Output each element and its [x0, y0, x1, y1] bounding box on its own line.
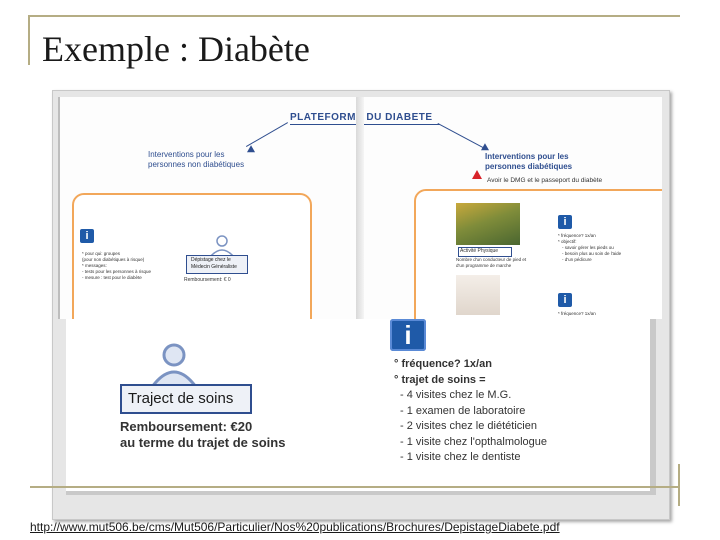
left-reimbursement: Remboursement: € 0 [184, 277, 231, 283]
care-pathway-list: ° fréquence? 1x/an ° trajet de soins = -… [394, 357, 547, 466]
document-header-underline [290, 124, 440, 125]
care-pathway-reimbursement: Remboursement: €20 au terme du trajet de… [120, 419, 285, 451]
left-small-text-2: (pour non diabétiques à risque) [82, 257, 145, 262]
title-decoration-line [30, 15, 680, 17]
arrow-right [437, 123, 487, 150]
info-icon: i [558, 293, 572, 307]
right-panel: Activité Physique Nombre d'un conducteur… [414, 189, 662, 319]
screening-label-box: Dépistage chez le Médecin Généraliste [186, 255, 248, 274]
right-small-text-6: * fréquence? 1x/an [558, 311, 596, 316]
right-small-text-4: - besoin plus au soin de l'aide [562, 251, 622, 256]
right-small-text-1: * fréquence? 1x/an [558, 233, 596, 238]
list-item: ° trajet de soins = [394, 373, 486, 386]
reimbursement-line-1: Remboursement: €20 [120, 419, 253, 434]
title-decoration-vertical [28, 15, 30, 65]
document-frame-bottom [66, 495, 656, 515]
info-icon: i [80, 229, 94, 243]
footer-decoration-line [30, 486, 680, 488]
screening-label-line-1: Dépistage chez le [191, 257, 231, 263]
list-item: - 2 visites chez le diététicien [400, 420, 537, 432]
photo-caption: Activité Physique [458, 247, 512, 257]
info-icon: i [390, 319, 426, 351]
right-heading-line-2: personnes diabétiques [485, 162, 573, 171]
list-item: - 1 visite chez l'opthalmologue [400, 435, 548, 448]
warning-icon [472, 170, 482, 179]
arrow-left [245, 122, 288, 147]
left-small-text-4: - tests pour les personnes à risque [82, 269, 152, 274]
person-icon [209, 235, 235, 257]
photo-sub-text-1: Nombre d'un conducteur de pied et [456, 257, 527, 262]
foot-photo [456, 275, 500, 315]
left-heading-line-2: personnes non diabétiques [148, 160, 245, 169]
photo-sub-text-2: d'un programme de marche [456, 263, 512, 268]
left-small-text-5: - mesure : test pour le diabète [82, 275, 142, 280]
list-item: - 1 visite chez le dentiste [400, 451, 521, 463]
list-item: - 4 visites chez le M.G. [400, 389, 512, 401]
right-heading-line-1: Interventions pour les [485, 152, 569, 161]
arrowhead-left [244, 145, 256, 156]
left-panel: i * pour qui: groupes (pour non diabétiq… [72, 193, 312, 319]
person-icon [150, 343, 198, 387]
right-warning-text: Avoir le DMG et le passeport du diabète [487, 177, 603, 184]
footer-decoration-vertical [678, 464, 680, 506]
list-item: ° fréquence? 1x/an [394, 358, 492, 370]
right-small-text-2: * objectif: [558, 239, 577, 244]
physical-activity-photo [456, 203, 520, 245]
screening-label-line-2: Médecin Généraliste [191, 264, 237, 270]
left-heading-line-1: Interventions pour les [148, 150, 225, 159]
slide-title: Exemple : Diabète [42, 29, 310, 69]
source-link[interactable]: http://www.mut506.be/cms/Mut506/Particul… [30, 520, 560, 534]
left-small-text-1: * pour qui: groupes [82, 251, 121, 256]
right-small-text-3: - savoir gérer les pieds ou [562, 245, 614, 250]
reimbursement-line-2: au terme du trajet de soins [120, 435, 286, 450]
document-page-fold [356, 97, 364, 319]
list-item: - 1 examen de laboratoire [400, 404, 526, 417]
right-small-text-5: - d'un pédicure [562, 257, 592, 262]
left-small-text-3: * messages: [82, 263, 107, 268]
care-pathway-label: Traject de soins [120, 384, 252, 414]
info-icon: i [558, 215, 572, 229]
zoomed-detail: Traject de soins Remboursement: €20 au t… [66, 319, 656, 495]
